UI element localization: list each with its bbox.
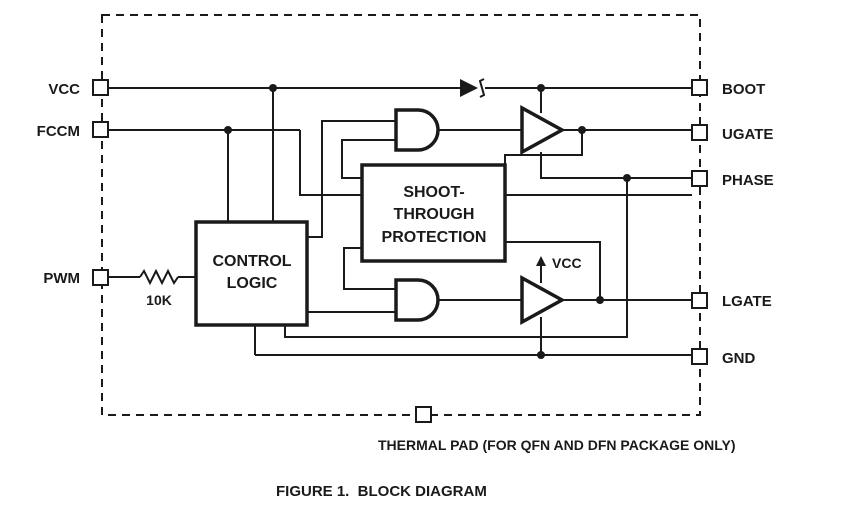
upper-and-gate-icon — [394, 108, 440, 152]
shoot-through-label-line-3: PROTECTION — [382, 229, 487, 246]
phase-pin-label: PHASE — [722, 172, 774, 189]
control-logic-label-line-1: CONTROL — [212, 253, 291, 270]
vcc-pin — [92, 79, 109, 96]
phase-pin — [691, 170, 708, 187]
ugate-pin-label: UGATE — [722, 126, 773, 143]
boot-pin-label: BOOT — [722, 81, 765, 98]
wiring — [108, 87, 692, 420]
boot-diode-icon — [460, 78, 486, 98]
boot-pin — [691, 79, 708, 96]
lower-driver-buffer-icon — [520, 275, 566, 325]
lgate-pin-label: LGATE — [722, 293, 772, 310]
ugate-pin — [691, 124, 708, 141]
resistor-10k — [139, 268, 179, 286]
fccm-pin-label: FCCM — [37, 123, 80, 140]
figure-caption: FIGURE 1. BLOCK DIAGRAM — [276, 483, 487, 500]
shoot-through-label-line-2: THROUGH — [394, 206, 475, 223]
lgate-pin — [691, 292, 708, 309]
gnd-pin-label: GND — [722, 350, 756, 367]
gnd-pin — [691, 348, 708, 365]
thermal-pad-pin — [415, 406, 432, 423]
thermal-pad-label: THERMAL PAD (FOR QFN AND DFN PACKAGE ONL… — [378, 437, 736, 453]
shoot-through-label-line-1: SHOOT- — [403, 184, 464, 201]
control-logic-block — [194, 220, 309, 327]
resistor-label: 10K — [146, 292, 172, 308]
vcc-pin-label: VCC — [48, 81, 80, 98]
vcc-arrow-icon — [536, 256, 546, 266]
pwm-pin — [92, 269, 109, 286]
shoot-through-protection-block — [360, 163, 507, 263]
pins — [92, 79, 708, 423]
control-logic-label-line-2: LOGIC — [227, 275, 278, 292]
fccm-pin — [92, 121, 109, 138]
pwm-pin-label: PWM — [43, 270, 80, 287]
lower-and-gate-icon — [394, 278, 440, 322]
upper-driver-buffer-icon — [520, 105, 566, 155]
junction-dots — [224, 84, 631, 359]
package-outline — [101, 14, 701, 416]
lower-driver-vcc-label: VCC — [552, 255, 582, 271]
